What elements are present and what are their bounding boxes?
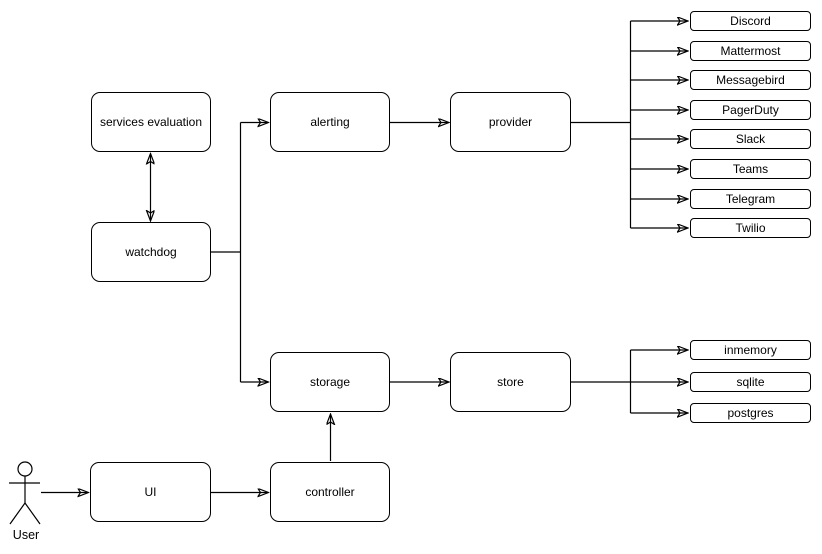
user-actor-icon <box>9 461 41 525</box>
node-label: Messagebird <box>716 73 785 87</box>
node-label: watchdog <box>125 245 177 259</box>
node-provider-messagebird[interactable]: Messagebird <box>690 70 811 90</box>
node-label: Discord <box>730 14 771 28</box>
node-controller[interactable]: controller <box>270 462 390 522</box>
node-label: provider <box>488 115 533 129</box>
node-label: sqlite <box>736 375 765 389</box>
node-label: controller <box>305 485 355 499</box>
node-provider-telegram[interactable]: Telegram <box>690 189 811 209</box>
node-label: Teams <box>732 162 769 176</box>
node-label: inmemory <box>724 343 777 357</box>
node-label: Slack <box>735 132 766 146</box>
node-provider-twilio[interactable]: Twilio <box>690 218 811 238</box>
node-ui[interactable]: UI <box>90 462 211 522</box>
node-provider-discord[interactable]: Discord <box>690 11 811 31</box>
user-actor-label: User <box>12 528 40 542</box>
node-label: PagerDuty <box>722 103 779 117</box>
node-store-sqlite[interactable]: sqlite <box>690 372 811 392</box>
node-provider-mattermost[interactable]: Mattermost <box>690 41 811 61</box>
node-provider-teams[interactable]: Teams <box>690 159 811 179</box>
node-label: Mattermost <box>720 44 781 58</box>
node-services-evaluation[interactable]: services evaluation <box>91 92 211 152</box>
node-label: alerting <box>310 115 350 129</box>
node-store-postgres[interactable]: postgres <box>690 403 811 423</box>
node-label: Telegram <box>725 192 776 206</box>
node-watchdog[interactable]: watchdog <box>91 222 211 282</box>
node-storage[interactable]: storage <box>270 352 390 412</box>
node-provider-slack[interactable]: Slack <box>690 129 811 149</box>
node-provider[interactable]: provider <box>450 92 571 152</box>
node-store[interactable]: store <box>450 352 571 412</box>
node-store-inmemory[interactable]: inmemory <box>690 340 811 360</box>
node-label: storage <box>309 375 351 389</box>
node-label: postgres <box>727 406 774 420</box>
node-provider-pagerduty[interactable]: PagerDuty <box>690 100 811 120</box>
node-label: store <box>497 375 524 389</box>
node-label: services evaluation <box>99 115 203 129</box>
node-alerting[interactable]: alerting <box>270 92 390 152</box>
node-label: Twilio <box>735 221 766 235</box>
node-label: UI <box>144 485 157 499</box>
